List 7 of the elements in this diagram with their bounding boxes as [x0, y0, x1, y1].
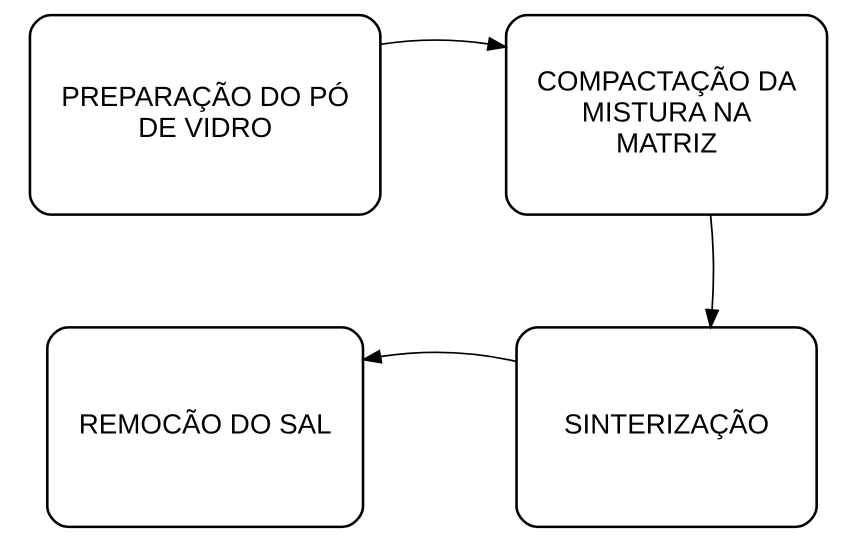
- arrow: [704, 215, 720, 330]
- node-box: REMOCÃO DO SAL: [46, 326, 364, 528]
- node-box: COMPACTAÇÃO DA MISTURA NA MATRIZ: [504, 14, 828, 216]
- arrow: [380, 36, 508, 51]
- node-box: SINTERIZAÇÃO: [515, 326, 818, 528]
- node-box: PREPARAÇÃO DO PÓ DE VIDRO: [28, 14, 382, 216]
- arrow: [360, 349, 516, 364]
